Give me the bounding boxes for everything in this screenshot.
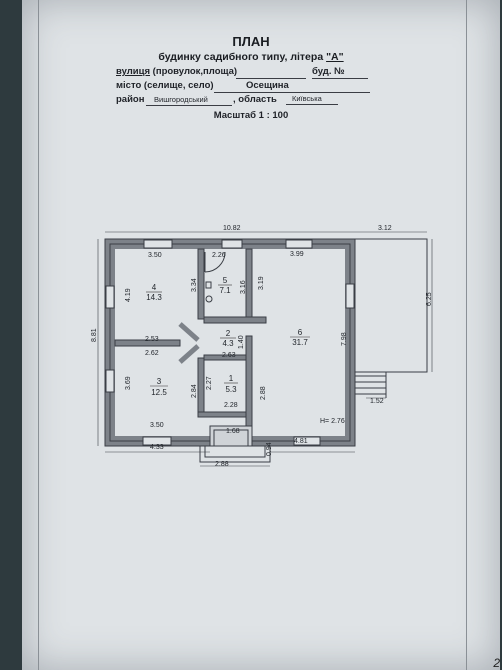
dim-overall-height: 8.81: [91, 328, 98, 342]
room-1: 1 5.3: [224, 374, 238, 394]
city-underline: [214, 92, 370, 93]
terrace-outline: [355, 238, 428, 373]
room-2: 2 4.3: [220, 329, 236, 348]
dim-left-room4: 4.19: [125, 288, 132, 302]
dim-porch-width: 1.68: [226, 428, 240, 435]
room-2-area: 4.3: [222, 339, 234, 348]
room-6: 6 31.7: [290, 328, 310, 347]
house-underline: [312, 78, 368, 79]
dim-ceiling-height: H= 2.76: [320, 418, 345, 425]
margin-line-right: [466, 0, 467, 670]
subtitle-letter: "А": [326, 51, 344, 63]
dim-room1-left: 2.27: [206, 376, 213, 390]
wall-3-1: [197, 357, 205, 414]
dim-room1-right: 2.88: [260, 386, 267, 400]
terrace-steps: [355, 372, 387, 398]
dim-room3-right: 2.84: [191, 384, 198, 398]
dim-bottom-left: 4.33: [150, 444, 164, 451]
dim-room3-bottom: 3.50: [150, 422, 164, 429]
dim-room1-bottom: 2.28: [224, 402, 238, 409]
door-arc: [204, 251, 226, 273]
room-5-area: 7.1: [219, 286, 231, 295]
windows: [105, 239, 355, 446]
room-6-number: 6: [298, 328, 303, 337]
dimension-lines: [97, 231, 433, 467]
dim-room6-left: 3.19: [258, 276, 265, 290]
wall-4-5: [197, 248, 205, 320]
dim-porch-outer: 2.88: [215, 461, 229, 468]
document-sheet: [22, 0, 500, 670]
margin-line-left: [38, 0, 39, 670]
porch: [199, 425, 271, 463]
dim-corridor-height: 1.40: [238, 335, 245, 349]
dim-room3-left: 3.69: [125, 376, 132, 390]
room-1-number: 1: [229, 374, 234, 383]
room-3-number: 3: [157, 377, 162, 386]
region-underline: [286, 104, 338, 105]
dim-corridor-width: 2.63: [222, 352, 236, 359]
wall-1-bottom: [197, 411, 247, 418]
street-row: вулиця (провулок,площа): [116, 66, 237, 77]
district-underline: [146, 105, 232, 106]
room-5: 5 7.1: [218, 276, 232, 295]
street-rest: (провулок,площа): [150, 66, 238, 77]
room-3: 3 12.5: [150, 377, 168, 397]
sink-symbol: [205, 281, 212, 289]
room-1-area: 5.3: [225, 385, 237, 394]
room-5-number: 5: [223, 276, 228, 285]
room-2-number: 2: [226, 329, 231, 338]
dim-room4-bottom: 2.53: [145, 336, 159, 343]
dim-bottom-right: 4.81: [294, 438, 308, 445]
dim-top-room5: 2.26: [212, 252, 226, 259]
dim-room5-right: 3.16: [240, 280, 247, 294]
street-underline: [236, 78, 306, 79]
dim-porch-depth: 0.94: [266, 442, 273, 456]
district-label: район: [116, 94, 145, 105]
page-corner-mark: 2: [493, 656, 500, 670]
city-label: місто (селище, село): [116, 80, 214, 91]
city-value: Осещина: [246, 80, 289, 91]
dim-room3-top: 2.62: [145, 350, 159, 357]
dim-top-room6: 3.99: [290, 251, 304, 258]
scale-label: Масштаб 1 : 100: [213, 110, 289, 121]
dim-terrace-width: 3.12: [378, 225, 392, 232]
dim-overall-width: 10.82: [223, 225, 241, 232]
room-4-area: 14.3: [146, 293, 162, 302]
dim-room6-right: 7.98: [341, 332, 348, 346]
document-subtitle: будинку садибного типу, літера "А": [0, 51, 502, 63]
street-label: вулиця: [116, 66, 151, 77]
dim-top-room4: 3.50: [148, 252, 162, 259]
dim-steps-width: 1.52: [370, 398, 384, 405]
wall-4-3: [114, 339, 181, 347]
room-4-number: 4: [152, 283, 157, 292]
room-4: 4 14.3: [146, 283, 162, 302]
district-value: Вишгородський: [154, 95, 208, 104]
corridor-diagonals: [178, 322, 200, 364]
toilet-symbol: [205, 295, 213, 303]
dim-terrace-height: 6.25: [426, 292, 433, 306]
subtitle-prefix: будинку садибного типу, літера: [158, 51, 327, 63]
room-3-area: 12.5: [151, 388, 167, 397]
house-label: буд. №: [312, 66, 345, 77]
wall-5-2: [203, 316, 267, 324]
document-title: ПЛАН: [232, 34, 270, 49]
wall-2-1: [203, 354, 247, 361]
region-label: , область: [233, 94, 277, 105]
region-value: Київська: [292, 94, 322, 103]
room-6-area: 31.7: [292, 338, 308, 347]
wall-2-6: [245, 335, 253, 442]
dim-room5-left: 3.34: [191, 278, 198, 292]
